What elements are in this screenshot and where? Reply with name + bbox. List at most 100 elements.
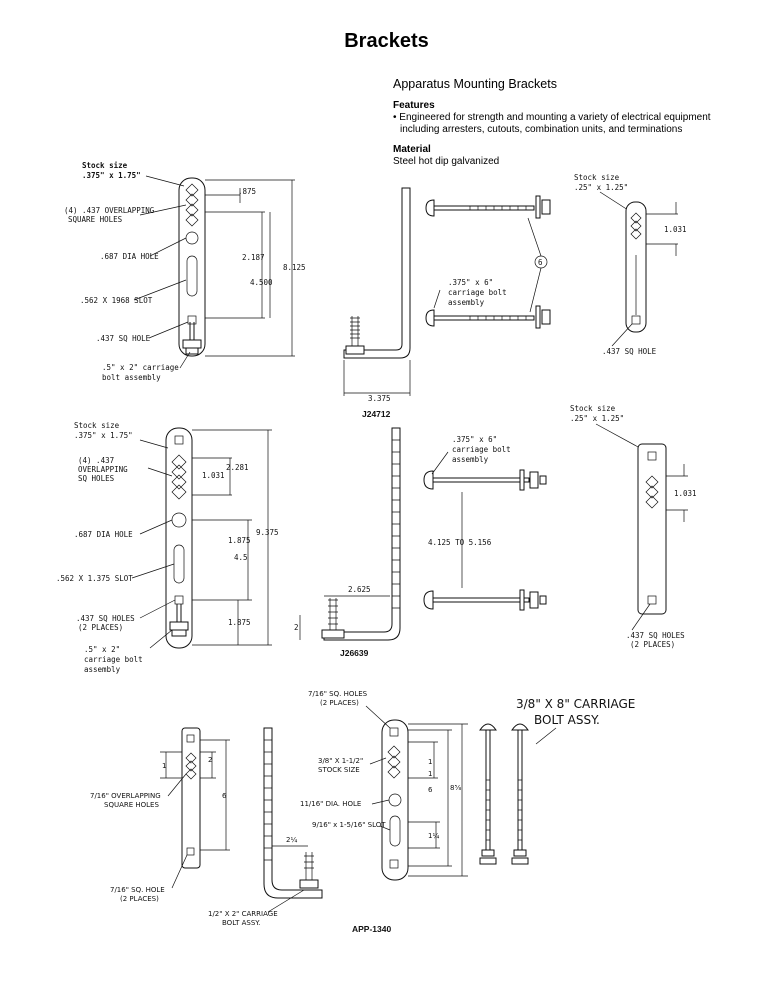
qty-label: 6 [538, 258, 543, 267]
material-text: Steel hot dip galvanized [393, 156, 500, 167]
dim-2: 2 [294, 623, 299, 632]
holes-label-2: SQUARE HOLES [68, 215, 123, 224]
sq2-1: .437 SQ HOLES [76, 614, 135, 623]
carriage-bolt-top [425, 195, 551, 219]
slot-label: .562 X 1968 SLOT [80, 296, 153, 305]
f3-bolt-2: BOLT ASSY. [222, 919, 260, 927]
carriage-bolt-3a [479, 723, 497, 865]
r-sq-label: .437 SQ HOLE [602, 347, 657, 356]
bolt-label-2: bolt assembly [102, 373, 161, 382]
dim-1875b: 1.875 [228, 618, 251, 627]
holes-label-1: (4) .437 OVERLAPPING [64, 206, 155, 215]
range-label: 4.125 TO 5.156 [428, 538, 492, 547]
dim-45: 4.5 [234, 553, 248, 562]
stock2-label-1: Stock size [74, 421, 120, 430]
slot [186, 255, 198, 297]
page-title: Brackets [344, 30, 429, 52]
f3-assy-1: 3/8" X 8" CARRIAGE [516, 697, 635, 711]
carriage-label-2: carriage bolt [448, 288, 507, 297]
features-label: Features [393, 100, 435, 111]
figure-j24712: .875 2.187 4.500 8.125 Stock size .375" … [64, 161, 687, 419]
bracket-plate [178, 177, 206, 357]
f3-m1: 1 [428, 758, 432, 766]
carriage2-3: assembly [452, 455, 489, 464]
f3-sq-2: (2 PLACES) [120, 895, 159, 903]
f3-holes-1: 7/16" OVERLAPPING [90, 792, 161, 800]
plate-3a [181, 727, 201, 869]
f3-stock-2: STOCK SIZE [318, 766, 360, 774]
f3-sq-1: 7/16" SQ. HOLE [110, 886, 165, 894]
f3-d214: 2¼ [286, 836, 297, 844]
dim-1031: 1.031 [202, 471, 225, 480]
carriage-bolt-3b [511, 723, 529, 865]
sq-hole [187, 315, 197, 325]
dim-9375: 9.375 [256, 528, 279, 537]
r-stock-2: .25" x 1.25" [574, 183, 628, 192]
bolt2-2: carriage bolt [84, 655, 143, 664]
f3-holes-2: SQUARE HOLES [104, 801, 159, 809]
stock-label-1: Stock size [82, 161, 128, 170]
f3-slot: 9/16" x 1-5/16" SLOT [312, 821, 386, 829]
dim-2187: 2.187 [242, 253, 265, 262]
carriage-bolt-bottom [425, 305, 551, 329]
bracket-plate-2 [165, 427, 193, 649]
j-bolt [350, 316, 360, 350]
r2-sq-1: .437 SQ HOLES [626, 631, 685, 640]
bolt2-1: .5" x 2" [84, 645, 120, 654]
dim-875: .875 [238, 187, 256, 196]
dim-2281: 2.281 [226, 463, 249, 472]
carriage2-2: carriage bolt [452, 445, 511, 454]
carriage-label-3: assembly [448, 298, 485, 307]
plate-3b [381, 719, 409, 881]
f3-m858: 8⅝ [450, 784, 461, 792]
f3-m114: 1¼ [428, 832, 439, 840]
intro-heading: Apparatus Mounting Brackets [393, 77, 557, 91]
figure-j26639: 2.281 1.031 1.875 4.5 9.375 1.875 Stock … [56, 404, 697, 674]
slot2-label: .562 X 1.375 SLOT [56, 574, 133, 583]
figure-app1340: 1 2 6 7/16" OVERLAPPING SQUARE HOLES 7/1… [90, 690, 635, 934]
bolt2-3: assembly [84, 665, 121, 674]
f3-d6: 6 [222, 792, 227, 800]
dia-label: .687 DIA HOLE [100, 252, 159, 261]
r-stock-1: Stock size [574, 173, 620, 182]
sq-label: .437 SQ HOLE [96, 334, 151, 343]
f3-stock-1: 3/8" X 1-1/2" [318, 757, 363, 765]
f3-d2: 2 [208, 756, 212, 764]
f3-m6: 6 [428, 786, 433, 794]
stock2-label-2: .375" x 1.75" [74, 431, 133, 440]
stock-label-2: .375" x 1.75" [82, 171, 141, 180]
r2-sq-2: (2 PLACES) [630, 640, 675, 649]
intro-block: Apparatus Mounting Brackets Features • E… [393, 78, 753, 168]
dia2-label: .687 DIA HOLE [74, 530, 133, 539]
f3-m2: 1 [428, 770, 432, 778]
f3-bolt-1: 1/2" X 2" CARRIAGE [208, 910, 278, 918]
dim-2625: 2.625 [348, 585, 371, 594]
holes2-1: (4) .437 [78, 456, 114, 465]
holes2-2: OVERLAPPING [78, 465, 128, 474]
f3-assy-2: BOLT ASSY. [534, 713, 600, 727]
part-app1340: APP-1340 [352, 924, 391, 934]
dim-4500: 4.500 [250, 278, 273, 287]
carriage-bolt-2-top [423, 469, 547, 491]
r-dim-1031: 1.031 [664, 225, 687, 234]
f3-msq-1: 7/16" SQ. HOLES [308, 690, 368, 698]
bolt-label-1: .5" x 2" carriage [102, 363, 179, 372]
features-line-1: • Engineered for strength and mounting a… [393, 112, 711, 123]
carriage-bolt-2-bottom [423, 589, 547, 611]
r2-stock-1: Stock size [570, 404, 616, 413]
overlapping-holes [185, 183, 199, 227]
l-bracket [343, 187, 411, 359]
carriage2-1: .375" x 6" [452, 435, 497, 444]
part-j26639: J26639 [340, 648, 369, 658]
features-line-2: including arresters, cutouts, combinatio… [400, 124, 683, 135]
sq2-2: (2 PLACES) [78, 623, 123, 632]
carriage-bolt [182, 322, 202, 355]
l-bracket-2 [323, 427, 401, 641]
r2-stock-2: .25" x 1.25" [570, 414, 624, 423]
material-label: Material [393, 144, 431, 155]
f3-msq-2: (2 PLACES) [320, 699, 359, 707]
part-j24712: J24712 [362, 409, 391, 419]
holes2-3: SQ HOLES [78, 474, 115, 483]
dim-3375: 3.375 [368, 394, 391, 403]
